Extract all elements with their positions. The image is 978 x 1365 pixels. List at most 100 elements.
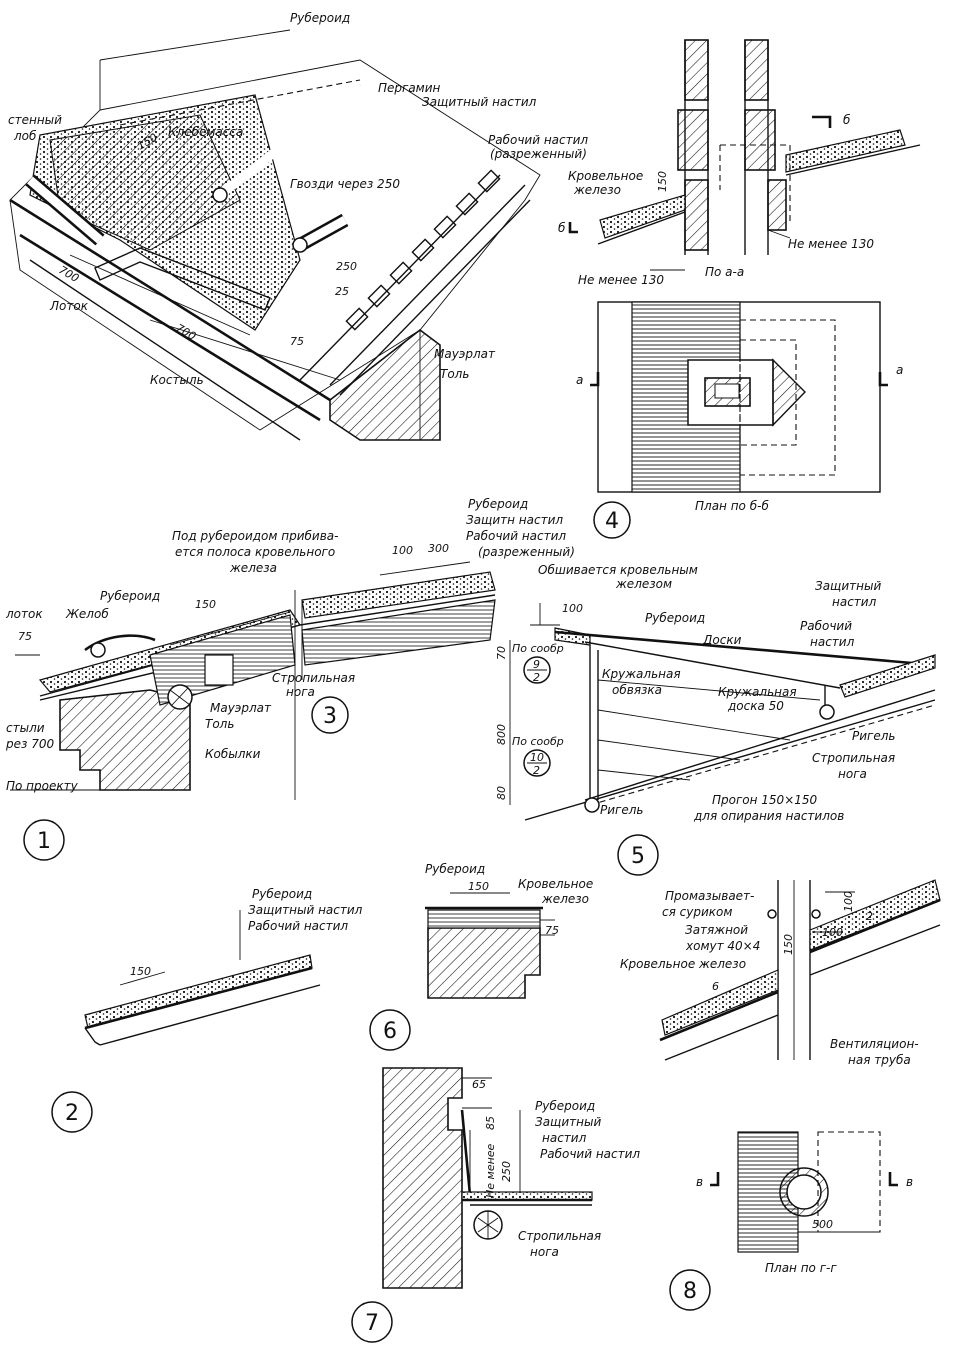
fig8-krov-zhelezo: Кровельное железо <box>620 957 746 971</box>
fig4-label-a-left: а <box>576 373 583 387</box>
fig5-obshivaetsya-2: железом <box>615 577 672 591</box>
fig2-rab: Рабочий настил <box>248 919 348 933</box>
fig7-number: 7 <box>365 1311 379 1336</box>
label-gvozdi: Гвозди через 250 <box>290 177 400 191</box>
fig8-dim-2: 2 <box>866 910 873 923</box>
fig3-dim-100: 100 <box>392 544 413 557</box>
fig1-tol: Толь <box>205 717 234 731</box>
label-kostyl: Костыль <box>150 373 204 387</box>
fig5-frac-a-bot: 2 <box>533 671 540 684</box>
fig5-po-soobr-b: По сообр <box>512 735 564 748</box>
fig5-kruzh-obvyazka-1: Кружальная <box>602 667 681 681</box>
fig4-po-aa: По а-а <box>705 265 744 279</box>
fig1-stropilnaya-2: нога <box>286 685 315 699</box>
label-razrezh-top: (разреженный) <box>490 147 587 161</box>
fig6-dim-150: 150 <box>468 880 489 893</box>
fig5-po-soobr-a: По сообр <box>512 642 564 655</box>
fig5-frac-b-bot: 2 <box>533 764 540 777</box>
fig3-continuation <box>299 561 496 680</box>
fig5-dim-80: 80 <box>495 786 508 800</box>
fig4-dim-150: 150 <box>656 171 669 192</box>
fig5-kruzh-obvyazka-2: обвязка <box>612 683 662 697</box>
fig8-promaz-1: Промазывает- <box>665 889 754 903</box>
fig4-number-circle <box>593 501 631 539</box>
fig1-mauerlat: Мауэрлат <box>210 701 272 715</box>
fig3-rab: Рабочий настил <box>466 529 566 543</box>
fig8-dim-6: 6 <box>712 980 719 993</box>
fig7-wall-abutment <box>382 1067 593 1289</box>
fig7-dim-85: 85 <box>484 1116 497 1130</box>
fig1-zhelob: Желоб <box>65 607 109 621</box>
fig5-number: 5 <box>631 844 645 869</box>
roll-klebemassa <box>212 81 363 203</box>
fig1-number-circle <box>23 819 65 861</box>
dim-25: 25 <box>335 285 349 298</box>
fig6-krov-2: железо <box>541 892 589 906</box>
fig5-progon-1: Прогон 150×150 <box>712 793 818 807</box>
fig4-ne-menee-130-right: Не менее 130 <box>788 237 874 251</box>
fig7-zashch-1: Защитный <box>535 1115 601 1129</box>
fig3-dim-300: 300 <box>428 542 449 555</box>
fig3-ruberoid: Рубероид <box>468 497 528 511</box>
label-peregamin: Пергамин <box>378 81 441 95</box>
fig1-kostyli-2: рез 700 <box>5 737 54 751</box>
fig1-lotok: лоток <box>5 607 43 621</box>
fig5-stropilnaya-1: Стропильная <box>812 751 895 765</box>
fig5-frac-a-top: 9 <box>533 658 540 671</box>
dim-75: 75 <box>290 335 304 348</box>
fig8-promaz-2: ся суриком <box>662 905 732 919</box>
fig5-dim-100: 100 <box>562 602 583 615</box>
label-stennoy-2: лоб <box>13 129 37 143</box>
fig3-zashch: Защитн настил <box>466 513 563 527</box>
fig8-number: 8 <box>683 1279 697 1304</box>
label-rab-nastil-top: Рабочий настил <box>488 133 588 147</box>
fig2-ruberoid: Рубероид <box>252 887 312 901</box>
fig4-krov-1: Кровельное <box>568 169 643 183</box>
dim-700-a: 700 <box>57 263 82 285</box>
fig1-dim-75: 75 <box>18 630 32 643</box>
label-klebemassa: Клебемасса <box>168 125 243 139</box>
label-tol-top: Толь <box>440 367 469 381</box>
fig1-eaves-section <box>10 590 301 800</box>
roll-left <box>25 174 105 246</box>
fig1-dim-150: 150 <box>195 598 216 611</box>
fig5-rab-2: настил <box>810 635 855 649</box>
fig2-dim-150: 150 <box>130 965 151 978</box>
fig7-rab: Рабочий настил <box>540 1147 640 1161</box>
fig1-number: 1 <box>37 829 51 854</box>
fig5-dim-800: 800 <box>495 724 508 745</box>
fig7-dim-65: 65 <box>472 1078 486 1091</box>
isometric-eaves-detail <box>9 29 541 441</box>
fig8-label-v-left: в <box>696 1175 703 1189</box>
fig5-number-circle <box>617 834 659 876</box>
label-zashch-nastil-top: Защитный настил <box>422 95 537 109</box>
fig4-plan-bb-label: План по б-б <box>695 499 769 513</box>
fig5-cornice-section <box>509 603 936 821</box>
fig2-zashch: Защитный настил <box>248 903 363 917</box>
fig8-vent-pipe-section <box>659 879 941 1061</box>
fig8-ventil-1: Вентиляцион- <box>830 1037 919 1051</box>
fig1-stropilnaya-1: Стропильная <box>272 671 355 685</box>
fig4-krov-2: железо <box>573 183 621 197</box>
fig5-dim-70: 70 <box>495 646 508 660</box>
fig4-label-b-left: б <box>558 221 566 235</box>
fig8-zatyazhnoy-2: хомут 40×4 <box>685 939 760 953</box>
fig6-number-circle <box>369 1009 411 1051</box>
fig3-number: 3 <box>323 704 337 729</box>
fig6-dim-75: 75 <box>545 924 559 937</box>
fig5-ruberoid: Рубероид <box>645 611 705 625</box>
fig2-number: 2 <box>65 1101 79 1126</box>
fig2-number-circle <box>51 1091 93 1133</box>
fig5-rigel-right: Ригель <box>852 729 895 743</box>
fig8-number-circle <box>669 1269 711 1311</box>
fig8-label-v-right: в <box>906 1175 913 1189</box>
fig8-plan-gg-label: План по г-г <box>765 1261 837 1275</box>
fig8-dim-100b: 100 <box>842 891 855 912</box>
fig4-number: 4 <box>605 509 619 534</box>
fig8-dim-100: 100 <box>822 926 843 939</box>
fig7-stropilnaya-1: Стропильная <box>518 1229 601 1243</box>
fig1-kobylki: Кобылки <box>205 747 261 761</box>
fig1-po-proektu: По проекту <box>6 779 79 793</box>
fig6-ruberoid: Рубероид <box>425 862 485 876</box>
fig3-number-circle <box>311 696 349 734</box>
